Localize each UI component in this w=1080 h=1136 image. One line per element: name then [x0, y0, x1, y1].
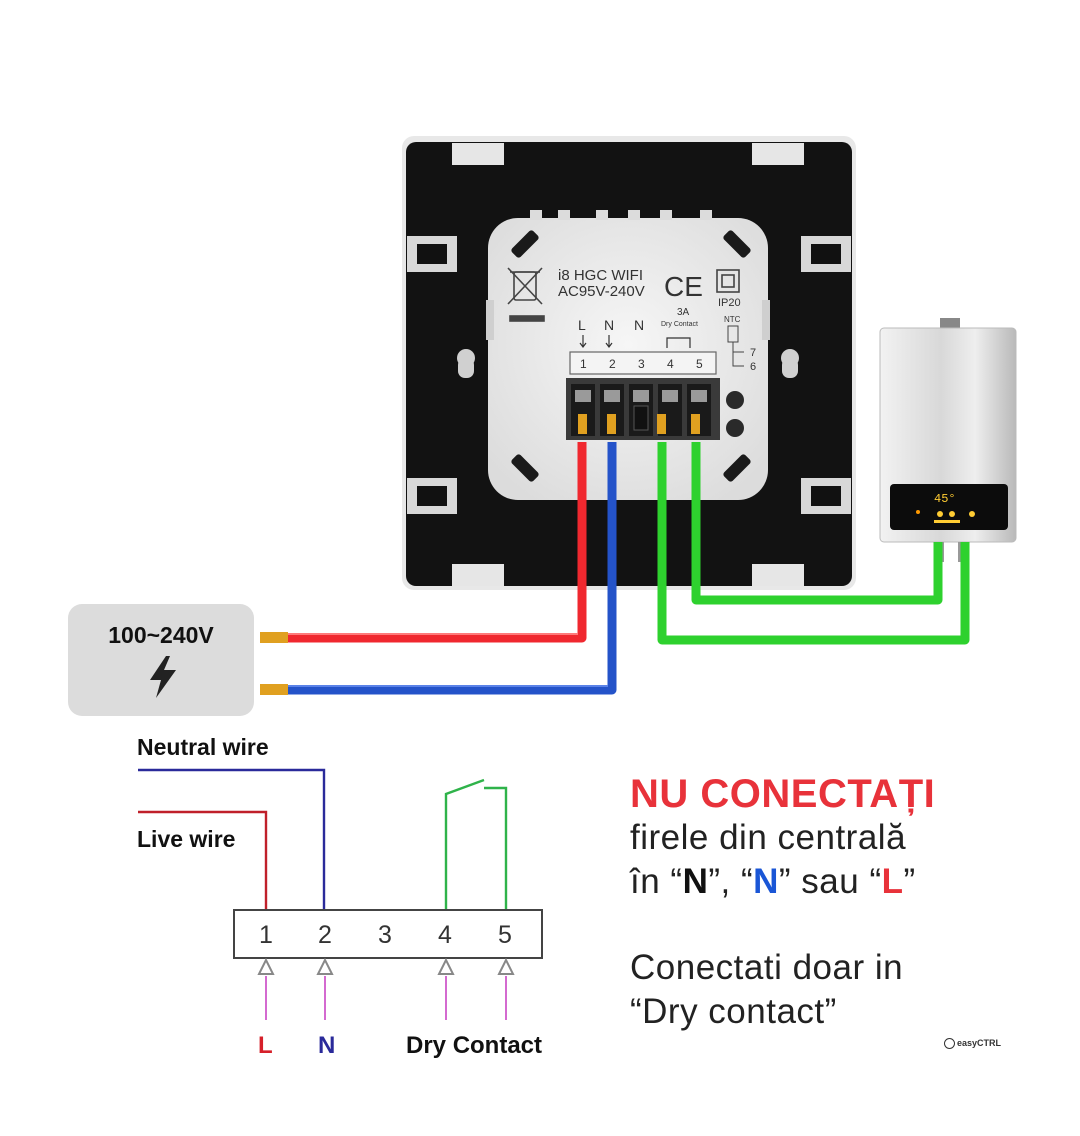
terminal-num-2: 2 — [609, 357, 616, 371]
schematic-terminal-4: 4 — [438, 921, 452, 949]
warning-sep-2: ” sau “ — [778, 862, 882, 901]
schematic-contact-left — [444, 778, 485, 910]
warning-l-red: L — [881, 862, 904, 901]
schematic-live-line — [138, 810, 268, 910]
terminal-num-3: 3 — [638, 357, 645, 371]
slot-top-left — [452, 143, 504, 165]
lightning-bolt-icon — [150, 656, 176, 698]
boiler-control-panel — [890, 484, 1008, 530]
schematic-contact-right — [484, 786, 508, 910]
boiler-display: 45° — [934, 492, 956, 506]
slot-bottom-left — [452, 564, 504, 586]
schematic-neutral-line — [138, 768, 326, 910]
thermostat-module: i8 HGC WIFI AC95V-240V CE IP20 L N N 3A … — [486, 210, 770, 500]
relay-rating: 3A — [677, 307, 690, 318]
terminal-num-4: 4 — [667, 357, 674, 371]
warning-line-4: “Dry contact” — [630, 992, 837, 1031]
power-source-box — [68, 604, 254, 716]
terminal-num-5: 5 — [696, 357, 703, 371]
schematic-dry-contact-label: Dry Contact — [406, 1032, 543, 1059]
wires — [288, 442, 970, 695]
wire-live — [288, 442, 587, 643]
warning-line-1: firele din centrală — [630, 818, 907, 857]
ip-rating: IP20 — [718, 297, 741, 309]
terminal-letter-n1: N — [604, 317, 614, 333]
ce-mark: CE — [664, 271, 703, 302]
schematic-terminal-3: 3 — [378, 921, 392, 949]
brand-logo-icon — [944, 1038, 955, 1050]
ntc-screw-bottom — [726, 419, 744, 437]
warning-quote-close: ” — [903, 862, 916, 901]
schematic-bottom-l: L — [258, 1032, 273, 1059]
terminal-letter-n2: N — [634, 317, 644, 333]
live-wire-label: Live wire — [137, 826, 236, 852]
warning-line-3: Conectati doar in — [630, 948, 904, 987]
schematic-bottom-n: N — [318, 1032, 336, 1059]
ip-icon — [716, 269, 740, 293]
ntc-label: NTC — [724, 315, 741, 324]
brand-name: easyCTRL — [957, 1038, 1002, 1048]
wire-neutral — [288, 442, 617, 695]
wire-contact-inner — [691, 442, 943, 605]
wire-tips — [260, 414, 700, 695]
schematic-terminal-1: 1 — [259, 921, 273, 949]
ntc-screw-top — [726, 391, 744, 409]
power-voltage-label: 100~240V — [108, 622, 214, 648]
neutral-wire-label: Neutral wire — [137, 734, 269, 760]
ntc-pin-7: 7 — [750, 347, 756, 359]
ntc-pin-6: 6 — [750, 361, 756, 373]
wire-contact-outer — [657, 442, 970, 645]
relay-symbol — [666, 337, 691, 348]
schematic-terminal-2: 2 — [318, 921, 332, 949]
mount-hole-left — [457, 349, 475, 378]
device-model: i8 HGC WIFI — [558, 267, 643, 284]
slot-bottom-right — [752, 564, 804, 586]
dry-contact-print: Dry Contact — [661, 321, 698, 328]
warning-title: NU CONECTAȚI — [630, 772, 936, 816]
terminal-letter-l: L — [578, 317, 586, 333]
weee-bin-icon — [507, 267, 545, 322]
terminal-num-1: 1 — [580, 357, 587, 371]
terminal-arrows — [579, 335, 613, 348]
brand-logo: easyCTRL — [944, 1038, 1002, 1050]
warning-n-black: N — [682, 862, 709, 901]
boiler: 45° — [879, 318, 1017, 562]
terminal-number-strip — [569, 351, 717, 375]
warning-sep-1: ”, “ — [708, 862, 754, 901]
warning-n-blue: N — [753, 862, 779, 901]
device-rating: AC95V-240V — [558, 283, 645, 300]
warning-line-2: în “N”, “N” sau “L” — [630, 862, 916, 902]
schematic-terminal-5: 5 — [498, 921, 512, 949]
warning-quote-open: în “ — [630, 862, 683, 901]
slot-top-right — [752, 143, 804, 165]
schematic-arrows — [257, 957, 515, 1020]
schematic-terminal-box — [233, 909, 543, 959]
mount-hole-right — [781, 349, 799, 378]
schematic — [138, 768, 543, 959]
